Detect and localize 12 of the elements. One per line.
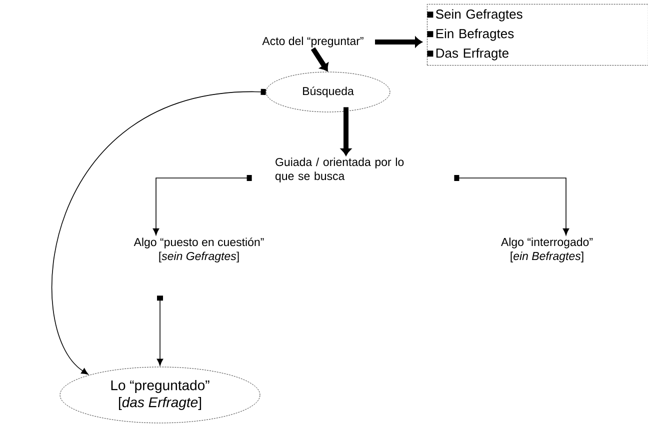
arrow: [310, 47, 328, 72]
arrow: [341, 107, 351, 156]
text-label: Algo “interrogado” [ein Befragtes]: [501, 238, 593, 262]
arrow: [156, 296, 164, 366]
arrow: [454, 175, 570, 236]
text-label: Guiada / orientada por lo que se busca: [276, 158, 404, 182]
arrow: [52, 88, 266, 375]
arrow: [375, 37, 422, 47]
arrow: [152, 175, 252, 236]
text-label: Acto del “preguntar”: [262, 36, 364, 48]
text-label: Algo “puesto en cuestión” [sein Gefragtes]: [134, 238, 264, 262]
dashed-list-box: Sein Gefragtes Ein Befragtes Das Erfragte: [427, 4, 648, 66]
